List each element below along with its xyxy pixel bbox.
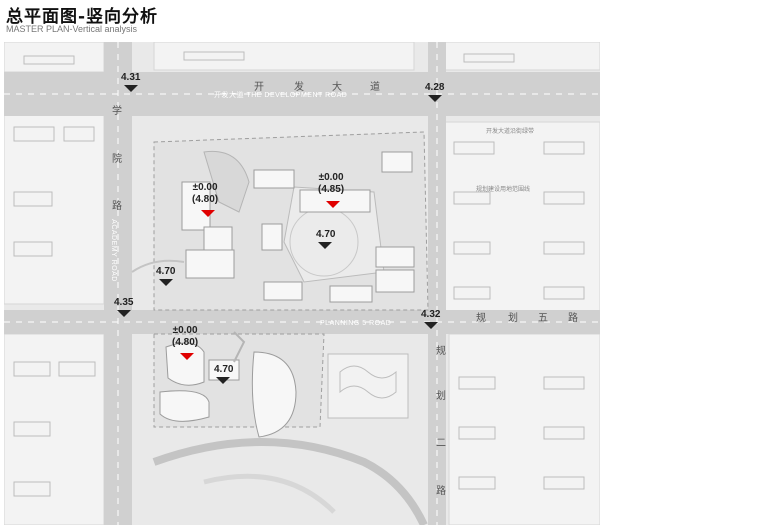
west-road-char-1: 学: [112, 106, 122, 117]
east-road-char-1: 规: [476, 313, 486, 324]
page-title: 总平面图-竖向分析: [6, 7, 159, 27]
site-plan-drawing: [4, 42, 600, 525]
elevation-nw-road: 4.31: [121, 72, 141, 83]
site-plan-map: 开 发 大 道 开发大道 THE DEVELOPMENT ROAD 学 院 路 …: [4, 42, 600, 525]
south-road-char-3: 二: [436, 438, 446, 449]
floor-level-a-zero: ±0.00: [192, 182, 218, 193]
west-road-char-2: 院: [112, 154, 122, 165]
floor-level-b-zero: ±0.00: [318, 172, 344, 183]
elevation-w-road: 4.35: [114, 297, 134, 308]
west-road-char-3: 路: [112, 201, 122, 212]
floor-level-a-absolute: (4.80): [192, 194, 219, 205]
north-road-char-2: 发: [294, 82, 304, 93]
south-road-char-4: 路: [436, 486, 446, 497]
land-boundary-note: 规划建设用地范围线: [476, 186, 531, 193]
elevation-west-entry: 4.70: [156, 266, 176, 277]
east-road-char-2: 划: [508, 313, 518, 324]
elevation-north-plaza: 4.70: [316, 229, 336, 240]
floor-level-c-absolute: (4.80): [172, 337, 199, 348]
page-subtitle: MASTER PLAN-Vertical analysis: [6, 24, 138, 34]
north-road-char-1: 开: [254, 82, 264, 93]
elevation-marker-ne: [428, 95, 442, 102]
floor-level-b-absolute: (4.85): [318, 184, 345, 195]
west-road-en-label: ACADEMY ROAD: [109, 219, 117, 282]
elevation-marker-e: [424, 322, 438, 329]
floor-level-marker-a: [201, 210, 215, 217]
elevation-marker-nw: [124, 85, 138, 92]
south-road-char-2: 划: [436, 391, 446, 402]
floor-level-b: ±0.00 (4.85): [318, 172, 344, 196]
floor-level-c-zero: ±0.00: [172, 325, 198, 336]
green-belt-note: 开发大道沿街绿带: [486, 128, 535, 135]
elevation-marker-west-entry: [159, 279, 173, 286]
south-road-char-1: 规: [436, 346, 446, 357]
north-road-char-4: 道: [370, 82, 380, 93]
elevation-marker-south-plaza: [216, 377, 230, 384]
elevation-south-plaza: 4.70: [214, 364, 234, 375]
elevation-marker-w: [117, 310, 131, 317]
north-road-en-label: 开发大道 THE DEVELOPMENT ROAD: [214, 92, 348, 99]
mid-road-en-label: PLANNING 5 ROAD: [320, 320, 392, 327]
elevation-marker-north-plaza: [318, 242, 332, 249]
north-road-char-3: 大: [332, 82, 342, 93]
floor-level-c: ±0.00 (4.80): [172, 325, 198, 349]
elevation-e-road: 4.32: [421, 309, 441, 320]
east-road-char-3: 五: [538, 313, 548, 324]
floor-level-marker-b: [326, 201, 340, 208]
elevation-ne-road: 4.28: [425, 82, 445, 93]
east-road-char-4: 路: [568, 313, 578, 324]
floor-level-marker-c: [180, 353, 194, 360]
floor-level-a: ±0.00 (4.80): [192, 182, 218, 206]
